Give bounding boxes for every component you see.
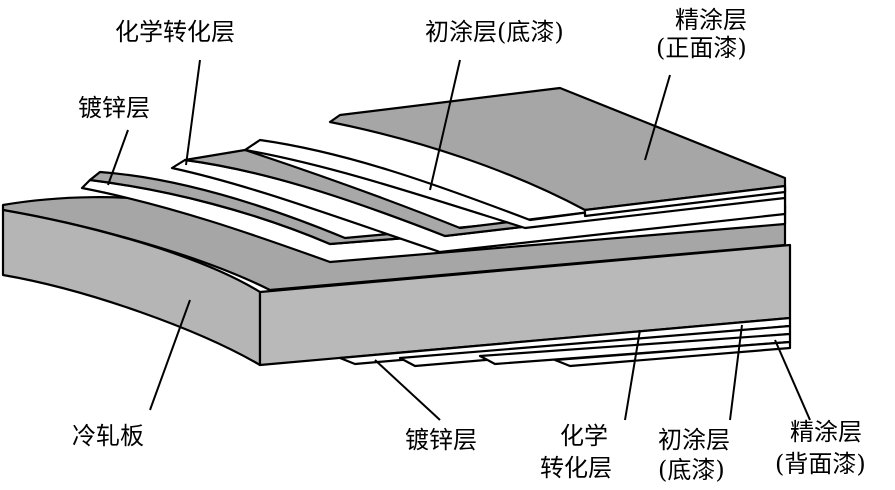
label-bottom-finish-1: 精涂层 [790, 418, 862, 446]
label-bottom-conversion-1: 化学 [560, 422, 608, 450]
label-top-conversion: 化学转化层 [115, 18, 235, 46]
leader-bottom-primer [729, 324, 743, 421]
leader-bottom-galvanized [374, 359, 441, 421]
leader-top-conversion [185, 59, 201, 166]
label-top-primer: 初涂层(底漆) [425, 18, 564, 46]
label-bottom-galvanized: 镀锌层 [405, 426, 477, 454]
label-cold-rolled: 冷轧板 [72, 422, 144, 450]
label-bottom-finish-2: (背面漆) [775, 450, 866, 478]
leader-bottom-conversion [624, 329, 641, 421]
leader-top-galvanized [107, 129, 129, 186]
label-bottom-primer-1: 初涂层 [658, 426, 730, 454]
leader-top-primer [429, 59, 461, 191]
top-finish-edge [583, 184, 787, 218]
leader-bottom-finish [774, 339, 811, 421]
top-finish-layer [328, 86, 787, 212]
label-bottom-primer-2: (底漆) [658, 456, 725, 484]
label-top-galvanized: 镀锌层 [78, 94, 150, 122]
leader-lines [107, 59, 811, 421]
leader-cold-rolled [149, 299, 191, 411]
label-bottom-conversion-2: 转化层 [540, 454, 612, 482]
top-layers [80, 86, 787, 264]
bottom-layers [338, 316, 792, 368]
label-top-finish-2: (正面漆) [656, 34, 747, 62]
labels: 化学转化层 初涂层(底漆) 精涂层 (正面漆) 镀锌层 冷轧板 镀锌层 化学 转… [72, 6, 866, 484]
leader-top-finish [644, 74, 671, 161]
label-top-finish-1: 精涂层 [675, 6, 747, 34]
bottom-finish-strip [553, 340, 792, 368]
